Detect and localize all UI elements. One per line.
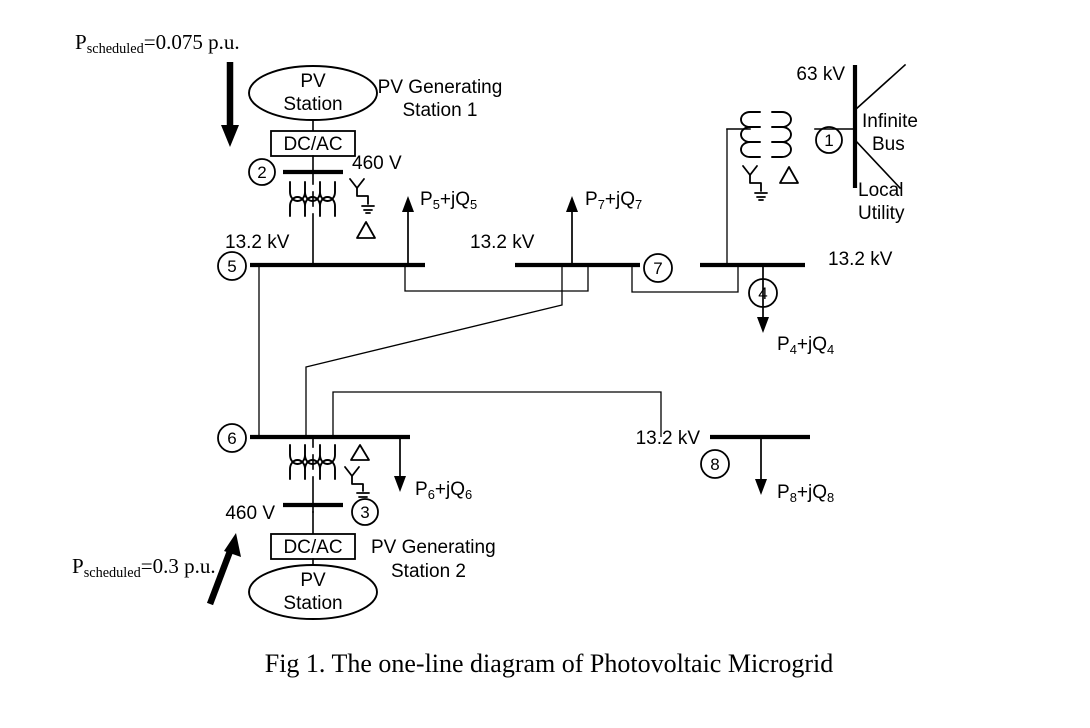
bus-7-node-circle (643, 253, 673, 283)
pv-station-1-title-line2: Station 1 (403, 100, 478, 121)
figure-caption: Fig 1. The one-line diagram of Photovolt… (265, 649, 834, 678)
utility-xfmr-winding-left (740, 111, 761, 158)
pv2-wye-ground-icon (344, 466, 370, 501)
pv2-converter-box (270, 533, 356, 560)
bus-1-number: 1 (824, 131, 833, 150)
bus-7-number: 7 (653, 259, 662, 278)
load-7-arrow (566, 196, 578, 265)
infinite-bus-upper-diagonal (853, 63, 907, 112)
bus-4-voltage-label: 13.2 kV (828, 249, 893, 270)
local-utility-line1: Local (858, 180, 903, 201)
pv-station-2-ellipse-line1: PV (300, 570, 326, 591)
local-utility-line2: Utility (858, 203, 905, 224)
bus-3-number: 3 (360, 503, 369, 522)
pv1-scheduled-arrow (221, 62, 239, 147)
bus-2-node-circle (248, 158, 276, 186)
pv1-delta-icon (356, 221, 376, 239)
line-bus7-bus4 (631, 265, 739, 293)
bus-5-voltage-label: 13.2 kV (225, 232, 290, 253)
load-6-arrow (394, 437, 406, 492)
load-4-arrow (757, 265, 769, 333)
load-8-label: P8+jQ8 (777, 482, 834, 505)
pv-station-2-title-line1: PV Generating (371, 537, 496, 558)
pv1-converter-box (270, 130, 356, 157)
pv1-scheduled-label: Pscheduled=0.075 p.u. (75, 30, 240, 57)
bus-3-node-circle (351, 498, 379, 526)
bus-6-number: 6 (227, 429, 236, 448)
bus-2-number: 2 (257, 163, 266, 182)
load-7-label: P7+jQ7 (585, 189, 642, 212)
pv-station-1-ellipse-line1: PV (300, 71, 326, 92)
pv2-scheduled-label: Pscheduled=0.3 p.u. (72, 554, 216, 581)
pv-station-1-title-line1: PV Generating (378, 77, 503, 98)
bus-5-node-circle (217, 251, 247, 281)
pv-station-2-title-line2: Station 2 (391, 561, 466, 582)
line-bus5-bus7 (404, 265, 589, 292)
infinite-bus-label-line2: Bus (872, 134, 905, 155)
load-5-label: P5+jQ5 (420, 189, 477, 212)
pv1-converter-label: DC/AC (283, 134, 342, 155)
bus-8-voltage-label: 13.2 kV (636, 428, 701, 449)
pv1-lv-voltage-label: 460 V (352, 153, 402, 174)
pv1-wye-ground-icon (349, 178, 375, 214)
bus-1-node-circle (815, 126, 843, 154)
infinite-bus-lower-diagonal (853, 138, 902, 190)
pv-station-1-ellipse-line2: Station (283, 94, 342, 115)
pv-station-2-ellipse-line2: Station (283, 593, 342, 614)
line-bus6-bus8 (332, 391, 662, 437)
bus-8-node-circle (700, 449, 730, 479)
line-bus7-bus6 (305, 265, 563, 437)
load-5-arrow (402, 196, 414, 265)
utility-xfmr-winding-right (771, 111, 792, 158)
pv-station-2-ellipse (248, 564, 378, 620)
infinite-bus-label-line1: Infinite (862, 111, 918, 132)
bus-5-number: 5 (227, 257, 236, 276)
bus-8-number: 8 (710, 455, 719, 474)
pv2-delta-icon (350, 444, 370, 461)
bus-6-node-circle (217, 423, 247, 453)
load-6-label: P6+jQ6 (415, 479, 472, 502)
load-8-arrow (755, 437, 767, 495)
utility-wye-ground-icon (742, 165, 768, 201)
utility-hv-voltage-label: 63 kV (796, 64, 845, 85)
bus-7-voltage-label: 13.2 kV (470, 232, 535, 253)
pv2-scheduled-arrow (206, 533, 241, 606)
pv2-converter-label: DC/AC (283, 537, 342, 558)
pv2-lv-voltage-label: 460 V (225, 503, 275, 524)
utility-delta-icon (779, 166, 799, 184)
load-4-label: P4+jQ4 (777, 334, 834, 357)
